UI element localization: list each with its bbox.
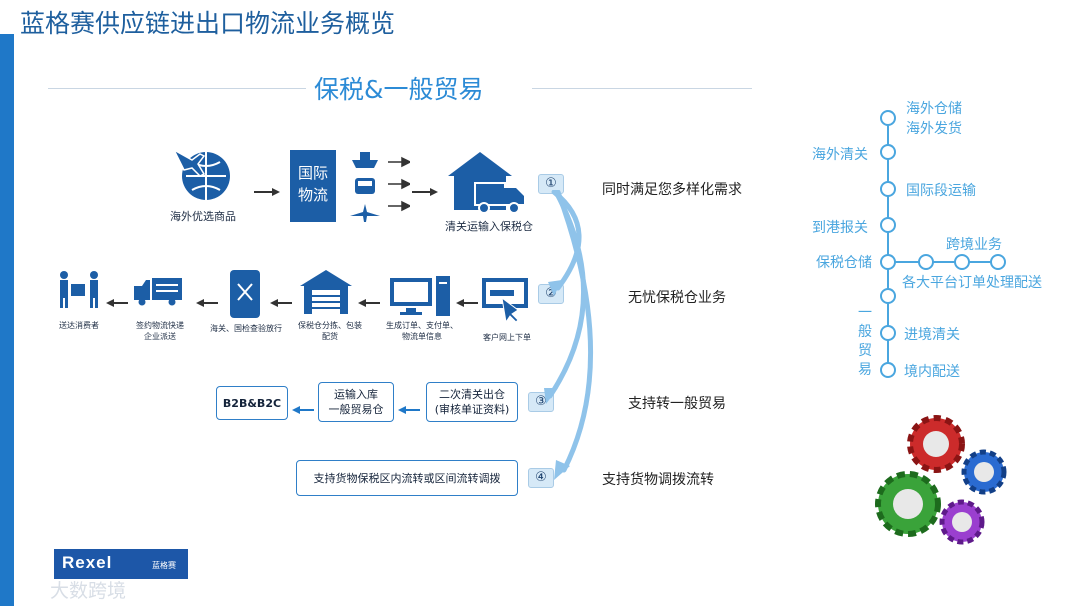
step-2-text: 无忧保税仓业务 <box>628 290 726 306</box>
second-clearance-box: 二次清关出仓 (审核单证资料) <box>426 382 518 422</box>
section-divider-left <box>48 88 306 89</box>
section-title: 保税&一般贸易 <box>314 75 484 104</box>
arrow-left-icon-3 <box>270 292 292 307</box>
goods-label: 海外优选商品 <box>170 210 236 223</box>
arrow-left-icon-1 <box>106 292 128 307</box>
tl-overseas-ship: 海外发货 <box>906 121 962 137</box>
flow-curves <box>540 189 620 490</box>
warehouse-label: 清关运输入保税仓 <box>445 220 533 233</box>
arrow-left-icon-2 <box>196 292 218 307</box>
arrow-left-icon-6 <box>292 399 314 414</box>
tl-general-trade: 一 般 贸 易 <box>858 305 872 378</box>
logo-brand-cn: 蓝格赛 <box>152 561 176 570</box>
rexel-logo <box>54 549 188 579</box>
row2-label-orders: 生成订单、支付单、 物流单信息 <box>386 321 458 341</box>
tl-intl-transport: 国际段运输 <box>906 183 976 199</box>
goods-transfer-box: 支持货物保税区内流转或区间流转调拨 <box>296 460 518 496</box>
watermark-text: 大数跨境 <box>50 580 127 602</box>
online-order-icon <box>480 276 530 326</box>
triple-arrows-icon <box>388 156 412 216</box>
timeline-graphic <box>878 108 1008 378</box>
tl-platform-orders: 各大平台订单处理配送 <box>902 275 1042 291</box>
row2-label-customs: 海关、国检查验放行 <box>210 324 282 333</box>
tl-overseas-clearance: 海外清关 <box>812 147 868 163</box>
row2-label-sorting: 保税仓分拣、包装 配货 <box>298 321 362 341</box>
delivery-truck-icon <box>132 276 186 306</box>
phone-scan-icon <box>228 270 262 318</box>
tl-bonded-storage: 保税仓储 <box>816 255 872 271</box>
logo-brand: Rexel <box>62 553 113 572</box>
title-accent-bar <box>0 34 14 606</box>
tl-cross-border: 跨境业务 <box>946 237 1002 253</box>
arrow-right-icon <box>254 181 280 196</box>
intl-logistics-box: 国际 物流 <box>290 150 336 222</box>
desktop-computer-icon <box>388 276 452 316</box>
globe-plane-icon <box>170 140 236 206</box>
step-4-text: 支持货物调拨流转 <box>602 472 714 488</box>
person-delivery-icon <box>56 270 102 310</box>
step-1-text: 同时满足您多样化需求 <box>602 182 742 198</box>
arrow-left-icon-4 <box>358 292 380 307</box>
tl-domestic-delivery: 境内配送 <box>904 364 960 380</box>
gears-illustration-icon <box>872 410 1008 550</box>
row2-label-courier: 签约物流快递 企业派送 <box>136 321 184 341</box>
row2-label-consumer: 送达消费者 <box>59 321 99 330</box>
arrow-right-icon-2 <box>412 181 438 196</box>
tl-port-declare: 到港报关 <box>812 220 868 236</box>
arrow-left-icon-5 <box>456 292 478 307</box>
tl-import-clearance: 进境清关 <box>904 327 960 343</box>
step-4-badge: ④ <box>528 468 554 488</box>
tl-overseas-warehouse: 海外仓储 <box>906 101 962 117</box>
warehouse-truck-icon <box>446 148 530 216</box>
warehouse-icon <box>300 270 352 314</box>
page-title: 蓝格赛供应链进出口物流业务概览 <box>20 9 396 38</box>
b2b-b2c-box: B2B&B2C <box>216 386 288 420</box>
step-1-badge: ① <box>538 174 564 194</box>
section-divider-right <box>532 88 752 89</box>
transport-warehouse-box: 运输入库 一般贸易仓 <box>318 382 394 422</box>
transport-modes-icon <box>346 146 384 226</box>
step-3-text: 支持转一般贸易 <box>628 396 726 412</box>
row2-label-online: 客户网上下单 <box>483 333 531 342</box>
arrow-left-icon-7 <box>398 399 420 414</box>
